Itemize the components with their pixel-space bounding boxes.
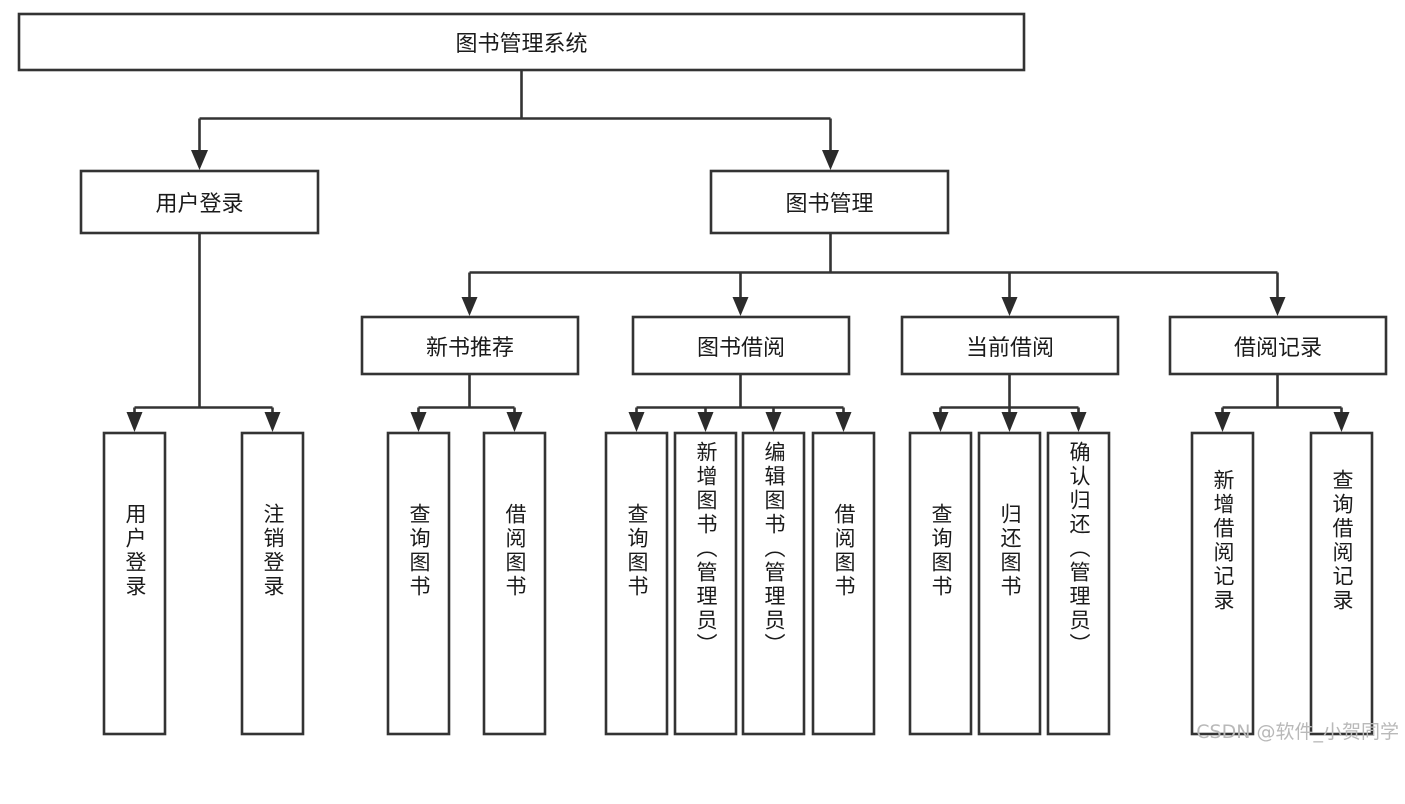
node-box-leaf-edit-book[interactable] [741, 431, 806, 736]
node-box-leaf-borrow-book-2[interactable] [811, 431, 876, 736]
node-box-leaf-return-book[interactable] [977, 431, 1042, 736]
node-box-leaf-query-book-2[interactable] [604, 431, 669, 736]
node-box-leaf-query-book-1[interactable] [386, 431, 451, 736]
node-box-book-borrow[interactable] [631, 315, 851, 376]
connector-currentborrow-to-leaves [932, 375, 1087, 432]
node-box-leaf-add-borrow-record[interactable] [1190, 431, 1255, 736]
node-box-borrow-record[interactable] [1168, 315, 1388, 376]
connector-borrowrecord-to-leaves [1214, 375, 1350, 432]
connector-bookmgmt-to-level3 [461, 234, 1286, 316]
node-box-leaf-user-login[interactable] [102, 431, 167, 736]
connector-newbook-to-leaves [410, 375, 523, 432]
node-box-title[interactable] [17, 12, 1026, 72]
node-box-leaf-logout-login[interactable] [240, 431, 305, 736]
node-box-current-borrow[interactable] [900, 315, 1120, 376]
connector-root-to-level2 [191, 71, 839, 170]
node-box-book-management[interactable] [709, 169, 950, 235]
node-box-leaf-add-book[interactable] [673, 431, 738, 736]
connector-userlogin-to-leaves [126, 234, 281, 432]
flowchart-svg [17, 12, 1388, 736]
node-box-user-login[interactable] [79, 169, 320, 235]
connector-bookborrow-to-leaves [628, 375, 852, 432]
node-box-leaf-query-borrow-record[interactable] [1309, 431, 1374, 736]
node-box-leaf-borrow-book-1[interactable] [482, 431, 547, 736]
node-box-new-book-recommend[interactable] [360, 315, 580, 376]
node-box-leaf-query-book-3[interactable] [908, 431, 973, 736]
node-box-leaf-confirm-return[interactable] [1046, 431, 1111, 736]
flowchart-canvas: 图书管理系统 用户登录 图书管理 新书推荐 图书借阅 当前借阅 借阅记录 用户登… [17, 12, 1399, 743]
